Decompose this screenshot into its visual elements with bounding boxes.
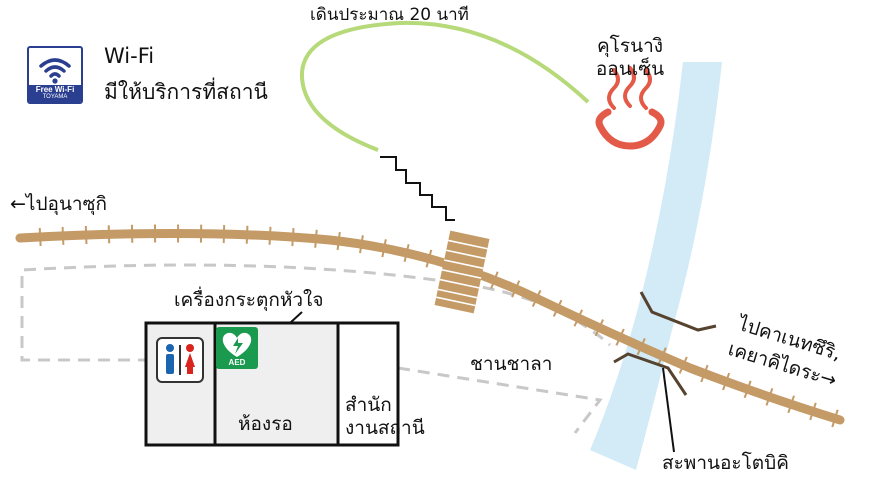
waiting-room-label: ห้องรอ	[238, 413, 293, 435]
aed-label: เครื่องกระตุกหัวใจ	[174, 289, 324, 311]
bridge-label: สะพานอะโตบิคิ	[662, 452, 789, 474]
dashed-footpath-lower	[397, 366, 603, 434]
platform-label: ชานชาลา	[470, 353, 553, 375]
railway-line	[15, 224, 845, 429]
wifi-title: Wi-Fi	[104, 44, 155, 68]
wifi-badge-line1: Free Wi-Fi	[35, 85, 75, 94]
dashed-footpath	[20, 263, 612, 362]
hot-spring-icon	[595, 66, 665, 150]
onsen-label-line2: ออนเซ็น	[595, 58, 665, 80]
river	[590, 62, 722, 470]
station-office-line2: งานสถานี	[345, 417, 425, 439]
walk-note: เดินประมาณ 20 นาที	[310, 5, 469, 25]
bridge-leader	[662, 367, 675, 453]
walk-route	[299, 20, 590, 152]
aed-icon: AED	[216, 327, 258, 369]
direction-left: ←ไปอุนาซุกิ	[10, 193, 108, 215]
stairs-icon	[380, 156, 455, 221]
station-office-line1: สำนัก	[345, 394, 392, 416]
restroom-icon	[156, 337, 204, 383]
wifi-icon	[39, 58, 71, 84]
wifi-badge: Free Wi-Fi TOYAMA	[27, 46, 83, 104]
wifi-subtitle: มีให้บริการที่สถานี	[104, 80, 268, 104]
onsen-label-line1: คุโรนางิ	[596, 35, 664, 57]
bridge-icon	[613, 291, 717, 396]
wifi-badge-line2: TOYAMA	[42, 94, 68, 100]
platform-crossing	[434, 230, 490, 314]
aed-badge-text: AED	[228, 358, 246, 367]
